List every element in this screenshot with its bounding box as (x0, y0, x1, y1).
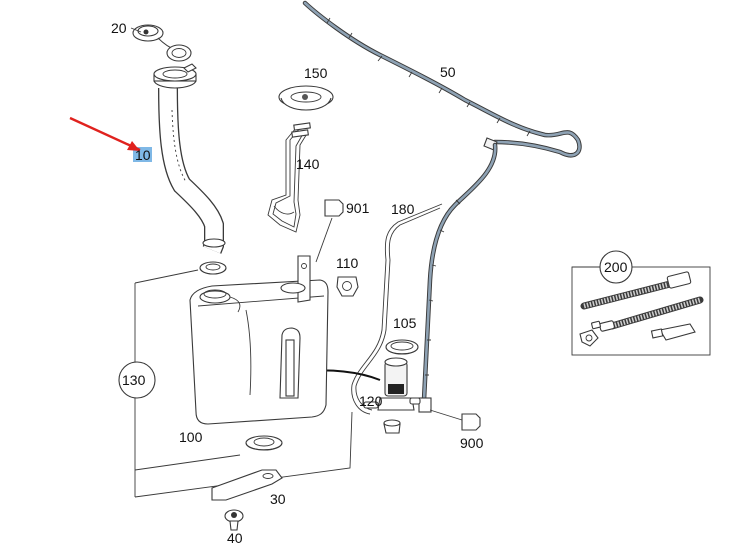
leader-20 (130, 27, 142, 33)
kit-hose-lower (591, 296, 704, 332)
label-110: 110 (336, 255, 359, 271)
part-900-connector (429, 409, 481, 431)
label-120: 120 (359, 393, 383, 409)
label-20: 20 (111, 20, 127, 36)
washer-hose-main[interactable] (418, 142, 498, 413)
label-100: 100 (179, 429, 203, 445)
part-30-bracket[interactable] (211, 469, 283, 501)
label-30: 30 (270, 491, 286, 507)
part-40-clip[interactable] (224, 509, 244, 531)
tank-outlet-fittings[interactable] (245, 419, 401, 451)
label-130-circle (118, 361, 156, 399)
kit-clip (579, 329, 599, 347)
part-200-repair-kit[interactable] (571, 266, 711, 356)
pointer-arrow-head (127, 141, 140, 151)
part-120-washer-pump[interactable] (363, 357, 421, 411)
kit-grease-tube (650, 323, 696, 341)
label-180: 180 (391, 201, 415, 217)
part-10-filler-neck[interactable] (153, 63, 226, 254)
part-110-grommet[interactable] (336, 276, 359, 297)
part-901-connector (315, 199, 344, 263)
label-50: 50 (440, 64, 456, 80)
label-40: 40 (227, 530, 243, 546)
label-10: 10 (135, 147, 151, 163)
kit-hose-upper (580, 271, 692, 310)
part-100-reservoir[interactable] (189, 255, 329, 425)
part-180-tube[interactable] (351, 203, 443, 415)
pointer-arrow (69, 116, 141, 152)
label-200: 200 (604, 259, 628, 275)
part-105-clamp[interactable] (385, 339, 419, 355)
part-150-grommet[interactable] (278, 85, 334, 111)
part-140-bracket[interactable] (267, 122, 311, 233)
label-130: 130 (122, 372, 146, 388)
label-901: 901 (346, 200, 370, 216)
label-150: 150 (304, 65, 328, 81)
label-105: 105 (393, 315, 417, 331)
part-20-filler-cap[interactable] (132, 24, 192, 62)
label-140: 140 (296, 156, 320, 172)
label-900: 900 (460, 435, 484, 451)
neck-seal[interactable] (199, 261, 227, 275)
label-200-circle (599, 250, 633, 284)
